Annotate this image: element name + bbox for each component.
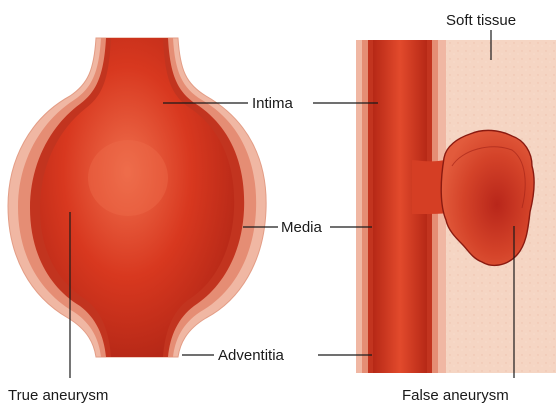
media-label: Media [281, 219, 323, 236]
false-aneurysm-label: False aneurysm [402, 387, 509, 404]
true-aneurysm-label: True aneurysm [8, 387, 108, 404]
adventitia-label: Adventitia [218, 347, 285, 364]
false-aneurysm-illustration [356, 40, 556, 373]
intima-label: Intima [252, 95, 294, 112]
soft-tissue-label: Soft tissue [446, 12, 516, 29]
true-aneurysm-illustration [8, 38, 266, 357]
